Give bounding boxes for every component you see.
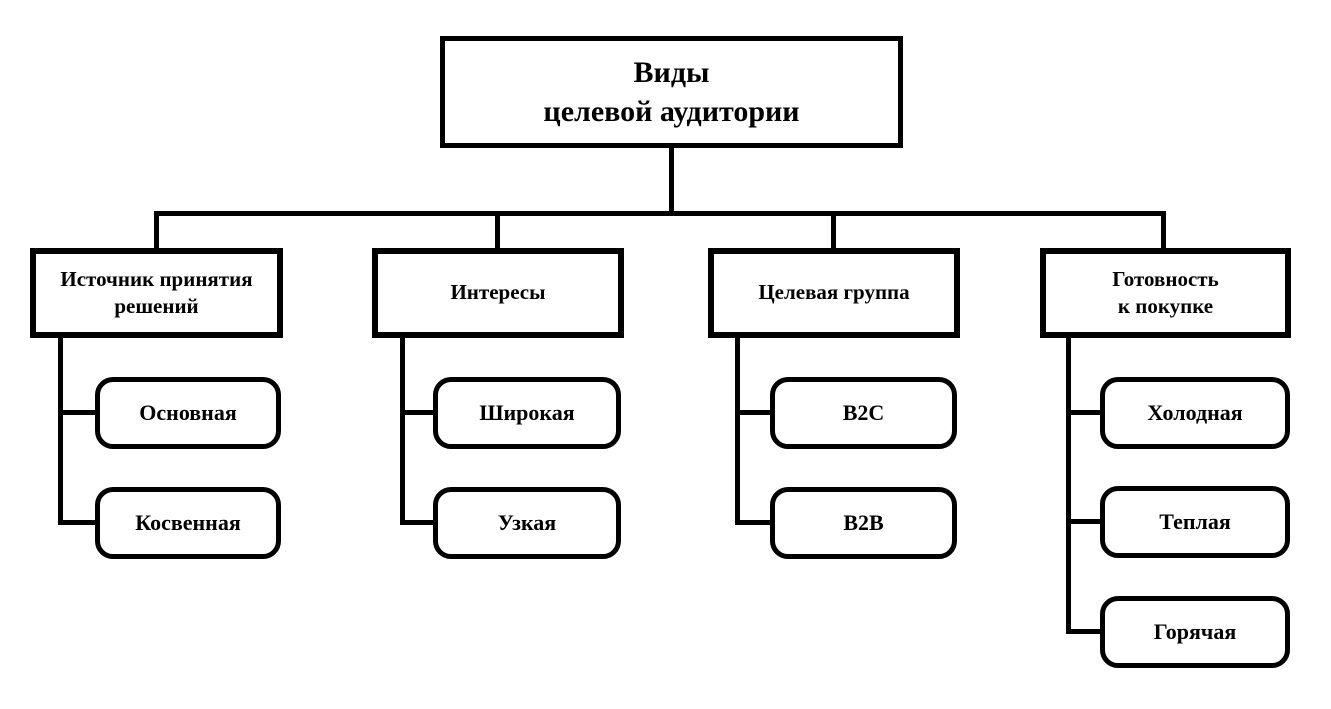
branch-node-gotovnost-k-pokupke: Готовность к покупке: [1040, 248, 1291, 338]
branch-node-istochnik-prinyatiya-resheniy: Источник принятия решений: [30, 248, 283, 338]
leaf-node-b2c: B2C: [770, 377, 957, 449]
root-node-label-line2: целевой аудитории: [543, 95, 800, 128]
branch-node-tselevaya-gruppa: Целевая группа: [708, 248, 960, 338]
branch-node-interesy: Интересы: [372, 248, 624, 338]
branch-label-line1: Источник принятия: [60, 266, 253, 291]
connector-stub-goryachaya: [1066, 629, 1103, 634]
connector-trunk-branch-2: [400, 338, 405, 525]
connector-drop-branch-1: [154, 211, 159, 248]
connector-root-stem: [669, 148, 674, 216]
branch-label-line1: Готовность: [1112, 266, 1219, 291]
connector-stub-uzkaya: [400, 520, 436, 525]
leaf-label: Холодная: [1147, 400, 1243, 425]
leaf-node-b2b: B2B: [770, 487, 957, 559]
leaf-node-osnovnaya: Основная: [95, 377, 281, 449]
leaf-label: Основная: [139, 400, 237, 425]
leaf-label: Узкая: [497, 510, 557, 535]
leaf-node-kosvennaya: Косвенная: [95, 487, 281, 559]
connector-drop-branch-3: [831, 211, 836, 248]
branch-label-line1: Интересы: [450, 280, 546, 305]
leaf-label: Широкая: [479, 400, 575, 425]
connector-stub-teplaya: [1066, 519, 1103, 524]
branch-label-line1: Целевая группа: [758, 280, 910, 305]
connector-trunk-branch-4: [1066, 338, 1071, 634]
leaf-node-kholodnaya: Холодная: [1100, 377, 1290, 449]
leaf-node-teplaya: Теплая: [1100, 486, 1290, 558]
connector-horizontal-bus: [154, 211, 1166, 216]
connector-stub-b2b: [735, 520, 773, 525]
leaf-node-shirokaya: Широкая: [433, 377, 621, 449]
connector-trunk-branch-3: [735, 338, 740, 525]
branch-label-line2: к покупке: [1117, 294, 1214, 318]
leaf-label: Теплая: [1159, 509, 1231, 534]
leaf-node-goryachaya: Горячая: [1100, 596, 1290, 668]
connector-stub-shirokaya: [400, 410, 436, 415]
connector-stub-kholodnaya: [1066, 410, 1103, 415]
leaf-label: Косвенная: [135, 510, 241, 535]
branch-label-line2: решений: [114, 294, 199, 318]
leaf-label: Горячая: [1153, 619, 1237, 644]
connector-trunk-branch-1: [58, 338, 63, 525]
connector-stub-b2c: [735, 410, 773, 415]
connector-drop-branch-2: [495, 211, 500, 248]
leaf-node-uzkaya: Узкая: [433, 487, 621, 559]
leaf-label: B2C: [842, 400, 885, 425]
root-node-label-line1: Виды: [633, 56, 710, 89]
connector-stub-kosvennaya: [58, 520, 98, 525]
connector-drop-branch-4: [1161, 211, 1166, 248]
connector-stub-osnovnaya: [58, 410, 98, 415]
leaf-label: B2B: [843, 510, 884, 535]
root-node-vidy-tselevoy-auditorii: Виды целевой аудитории: [440, 36, 903, 148]
